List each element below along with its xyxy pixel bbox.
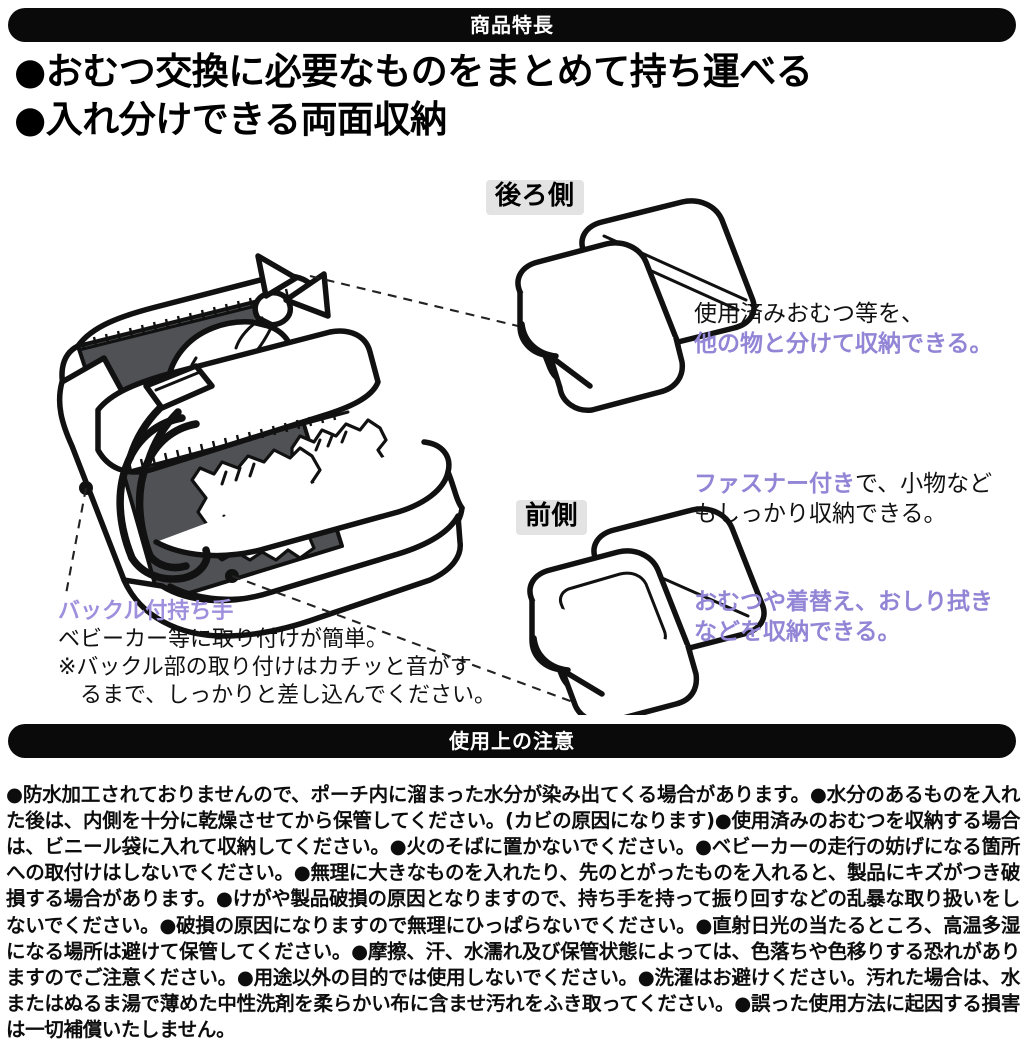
note-back-line-2: 他の物と分けて収納できる。 [694, 330, 993, 357]
caution-header-label: 使用上の注意 [449, 729, 575, 753]
handle-with-buckle [116, 363, 215, 583]
note-zipper-line-2: もしっかり収納できる。 [694, 500, 947, 527]
front-side-pouch-illustration [527, 506, 767, 715]
headline-line-2: ●入れ分けできる両面収納 [14, 98, 447, 142]
caution-section-header: 使用上の注意 [8, 724, 1016, 758]
note-buckle-line-2: ※バックル部の取り付けはカチッと音がす [58, 655, 472, 681]
back-side-pouch-illustration [515, 198, 757, 413]
label-front-side: 前側 [516, 500, 588, 536]
illustration-stage: .ink { fill:none; stroke:#111111; stroke… [0, 150, 1024, 715]
features-section-header: 商品特長 [8, 8, 1016, 42]
headline-line-1: ●おむつ交換に必要なものをまとめて持ち運べる [14, 50, 813, 93]
leader-line-back [309, 274, 627, 354]
note-back-compartment: 使用済みおむつ等を、 他の物と分けて収納できる。 [694, 300, 993, 360]
note-front-compartment: おむつや着替え、おしり拭き などを収納できる。 [694, 588, 993, 648]
note-buckle-title: バックル付持ち手 [58, 599, 234, 624]
product-illustration: .ink { fill:none; stroke:#111111; stroke… [56, 198, 767, 715]
features-header-label: 商品特長 [470, 13, 554, 37]
caution-body-text: ●防水加工されておりませんので、ポーチ内に溜まった水分が染み出てくる場合がありま… [6, 782, 1020, 1042]
leader-line-front [231, 575, 601, 713]
note-zipper-line-1: ファスナー付きで、小物など [694, 470, 992, 500]
headline-block: ●おむつ交換に必要なものをまとめて持ち運べる ●入れ分けできる両面収納 [14, 48, 994, 144]
leader-line-buckle [64, 487, 88, 595]
main-pouch-illustration [56, 253, 465, 639]
label-back-side: 後ろ側 [486, 180, 584, 216]
note-buckle-handle: バックル付持ち手 ベビーカー等に取り付けが簡単。 ※バックル部の取り付けはカチッ… [58, 598, 496, 711]
leader-lines [64, 274, 627, 713]
note-buckle-line-1: ベビーカー等に取り付けが簡単。 [58, 627, 389, 653]
note-buckle-line-3: るまで、しっかりと差し込んでください。 [80, 683, 497, 709]
note-front-line-1: おむつや着替え、おしり拭き [694, 589, 993, 615]
note-front-line-2: などを収納できる。 [694, 618, 901, 645]
note-zipper-highlight: ファスナー付き [694, 471, 855, 497]
note-zipper-rest: で、小物など [855, 471, 993, 497]
note-back-line-1: 使用済みおむつ等を、 [694, 301, 924, 327]
note-zipper-pocket: ファスナー付きで、小物など もしっかり収納できる。 [694, 470, 992, 530]
